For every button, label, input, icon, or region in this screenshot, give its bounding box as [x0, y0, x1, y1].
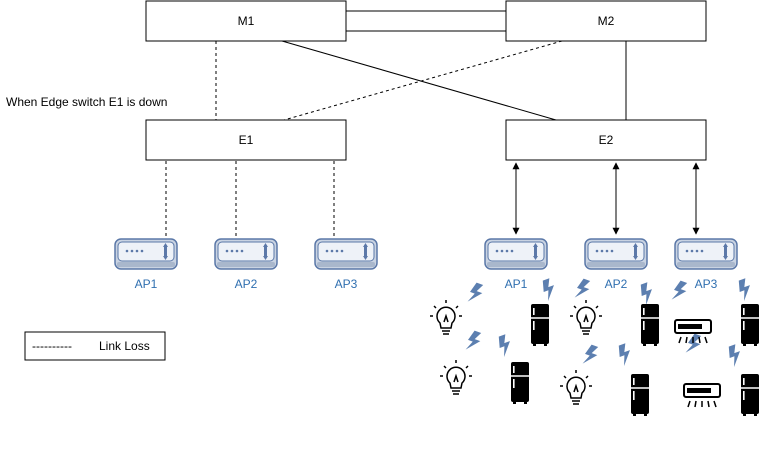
- refrigerator-icon: [630, 373, 650, 417]
- switch-e2-label: E2: [599, 133, 614, 147]
- wireless-signal-icon: [684, 332, 704, 357]
- ap-left-1-label: AP1: [135, 277, 158, 291]
- access-point-icon[interactable]: [214, 238, 278, 270]
- switch-m2[interactable]: M2: [505, 0, 707, 42]
- wireless-signal-icon: [539, 277, 559, 302]
- ap-left-3-label: AP3: [335, 277, 358, 291]
- access-point-icon[interactable]: [114, 238, 178, 270]
- ap-right-3-label: AP3: [695, 277, 718, 291]
- refrigerator-icon: [530, 303, 550, 347]
- lightbulb-icon: [569, 299, 603, 335]
- lightbulb-icon: [559, 369, 593, 405]
- wireless-signal-icon: [466, 281, 486, 306]
- switch-m1[interactable]: M1: [145, 0, 347, 42]
- ap-left-2-label: AP2: [235, 277, 258, 291]
- switch-e2[interactable]: E2: [505, 119, 707, 161]
- link-m2-e1-lost: [283, 40, 563, 121]
- link-m1-e2: [281, 40, 557, 121]
- wireless-signal-icon: [573, 277, 593, 302]
- wireless-signal-icon: [725, 343, 745, 368]
- legend-symbol: ----------: [32, 339, 72, 353]
- legend: ---------- Link Loss: [24, 331, 166, 361]
- ap-right-2-label: AP2: [605, 277, 628, 291]
- access-point-icon[interactable]: [314, 238, 378, 270]
- ap-right-1-label: AP1: [505, 277, 528, 291]
- refrigerator-icon: [740, 303, 760, 347]
- access-point-icon[interactable]: [674, 238, 738, 270]
- wireless-signal-icon: [615, 342, 635, 367]
- wireless-signal-icon: [670, 279, 690, 304]
- wireless-signal-icon: [637, 281, 657, 306]
- scenario-note: When Edge switch E1 is down: [6, 95, 167, 109]
- wireless-signal-icon: [581, 343, 601, 368]
- wireless-signal-icon: [464, 329, 484, 354]
- refrigerator-icon: [740, 373, 760, 417]
- air-conditioner-icon: [683, 383, 721, 408]
- lightbulb-icon: [429, 299, 463, 335]
- refrigerator-icon: [640, 303, 660, 347]
- switch-m1-label: M1: [238, 14, 255, 28]
- lightbulb-icon: [439, 359, 473, 395]
- switch-e1[interactable]: E1: [145, 119, 347, 161]
- access-point-icon[interactable]: [484, 238, 548, 270]
- legend-label: Link Loss: [99, 339, 150, 353]
- access-point-icon[interactable]: [584, 238, 648, 270]
- wireless-signal-icon: [735, 277, 755, 302]
- refrigerator-icon: [510, 361, 530, 405]
- air-conditioner-icon: [674, 319, 712, 344]
- switch-m2-label: M2: [598, 14, 615, 28]
- wireless-signal-icon: [495, 333, 515, 358]
- switch-e1-label: E1: [239, 133, 254, 147]
